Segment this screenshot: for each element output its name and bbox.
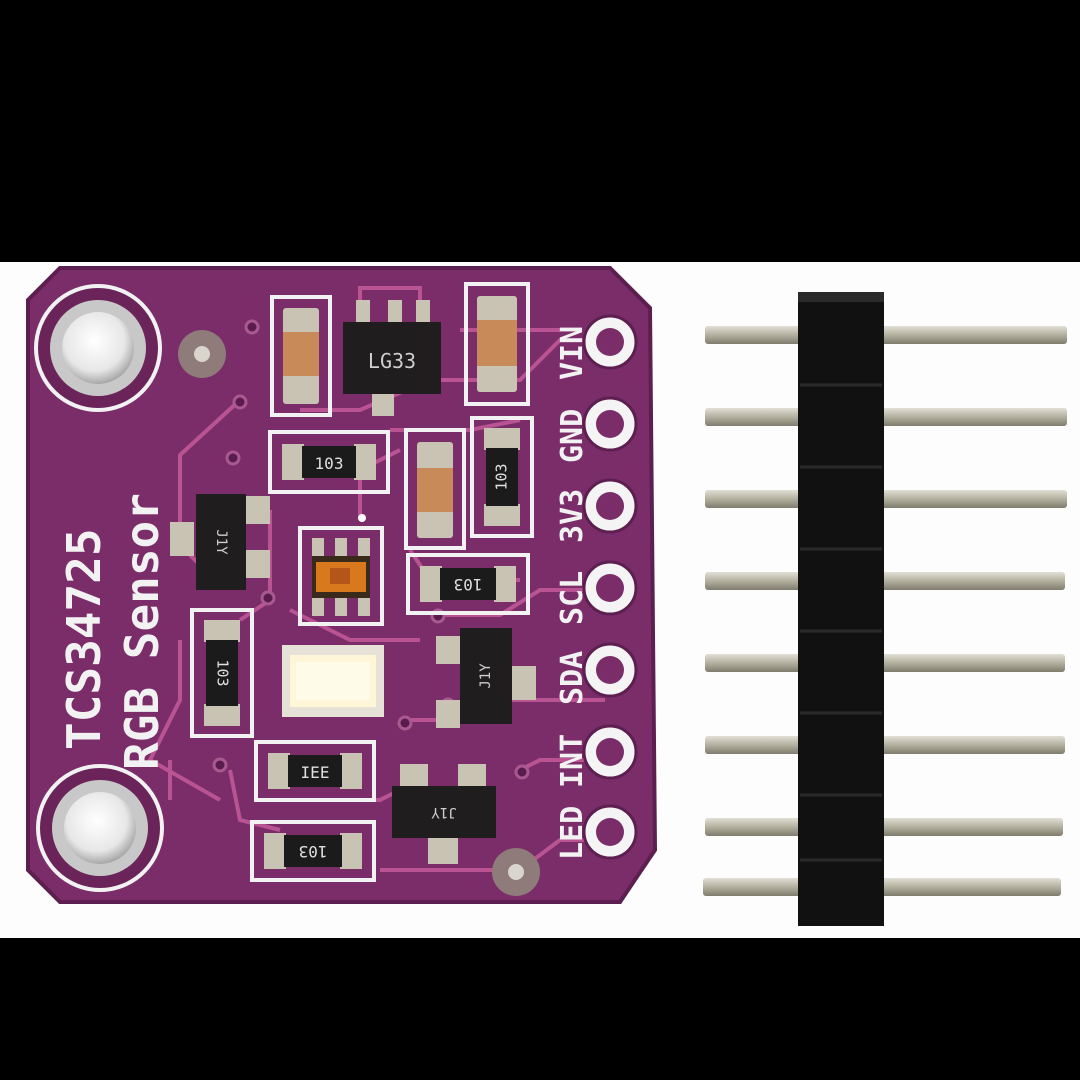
resistor-r6-marking: 103	[299, 842, 328, 861]
product-photo: LG33 103 103 103 103 IEE	[0, 262, 1080, 938]
resistor-r4: 103	[190, 608, 254, 738]
resistor-r3: 103	[406, 553, 530, 615]
pad-gnd	[582, 396, 638, 452]
fiducial-top	[178, 330, 226, 378]
white-led	[282, 645, 384, 717]
pad-int	[582, 724, 638, 780]
bottom-black-band	[0, 938, 1080, 1080]
solder-pads	[582, 314, 638, 860]
header-pins	[703, 326, 1067, 896]
transistor-q1: J1Y	[170, 494, 270, 590]
mounting-hole-bottom	[36, 764, 164, 892]
transistor-q1-marking: J1Y	[213, 529, 229, 555]
resistor-r6: 103	[250, 820, 376, 882]
color-sensor-chip	[298, 526, 384, 626]
transistor-q3: J1Y	[392, 764, 496, 864]
resistor-r2-marking: 103	[493, 463, 511, 490]
voltage-regulator: LG33	[343, 300, 441, 416]
capacitor-top-right	[464, 282, 530, 406]
resistor-r5-marking: IEE	[301, 763, 330, 782]
pad-scl	[582, 560, 638, 616]
resistor-r1: 103	[268, 430, 390, 494]
pad-3v3	[582, 478, 638, 534]
transistor-q2: J1Y	[436, 628, 536, 728]
board-title: TCS34725 RGB Sensor	[57, 493, 169, 770]
regulator-marking: LG33	[368, 349, 416, 373]
resistor-r1-marking: 103	[315, 454, 344, 473]
header-plastic	[798, 292, 884, 926]
pad-led	[582, 804, 638, 860]
transistor-q3-marking: J1Y	[431, 804, 457, 820]
pad-sda	[582, 642, 638, 698]
vias	[212, 319, 530, 780]
resistor-r3-marking: 103	[454, 575, 483, 594]
resistor-r2: 103	[470, 416, 534, 538]
capacitor-top-left	[270, 295, 332, 417]
mounting-hole-top	[34, 284, 162, 412]
capacitor-middle	[404, 428, 466, 550]
pin-header	[703, 292, 1067, 926]
sensor-board-illustration: LG33 103 103 103 103 IEE	[26, 266, 1067, 926]
board-title-line2: RGB Sensor	[115, 493, 169, 770]
resistor-r4-marking: 103	[214, 659, 232, 686]
resistor-r5: IEE	[254, 740, 376, 802]
transistor-q2-marking: J1Y	[478, 663, 494, 689]
pad-vin	[582, 314, 638, 370]
top-black-band	[0, 0, 1080, 262]
board-title-line1: TCS34725	[57, 528, 111, 750]
fiducial-bottom	[492, 848, 540, 896]
